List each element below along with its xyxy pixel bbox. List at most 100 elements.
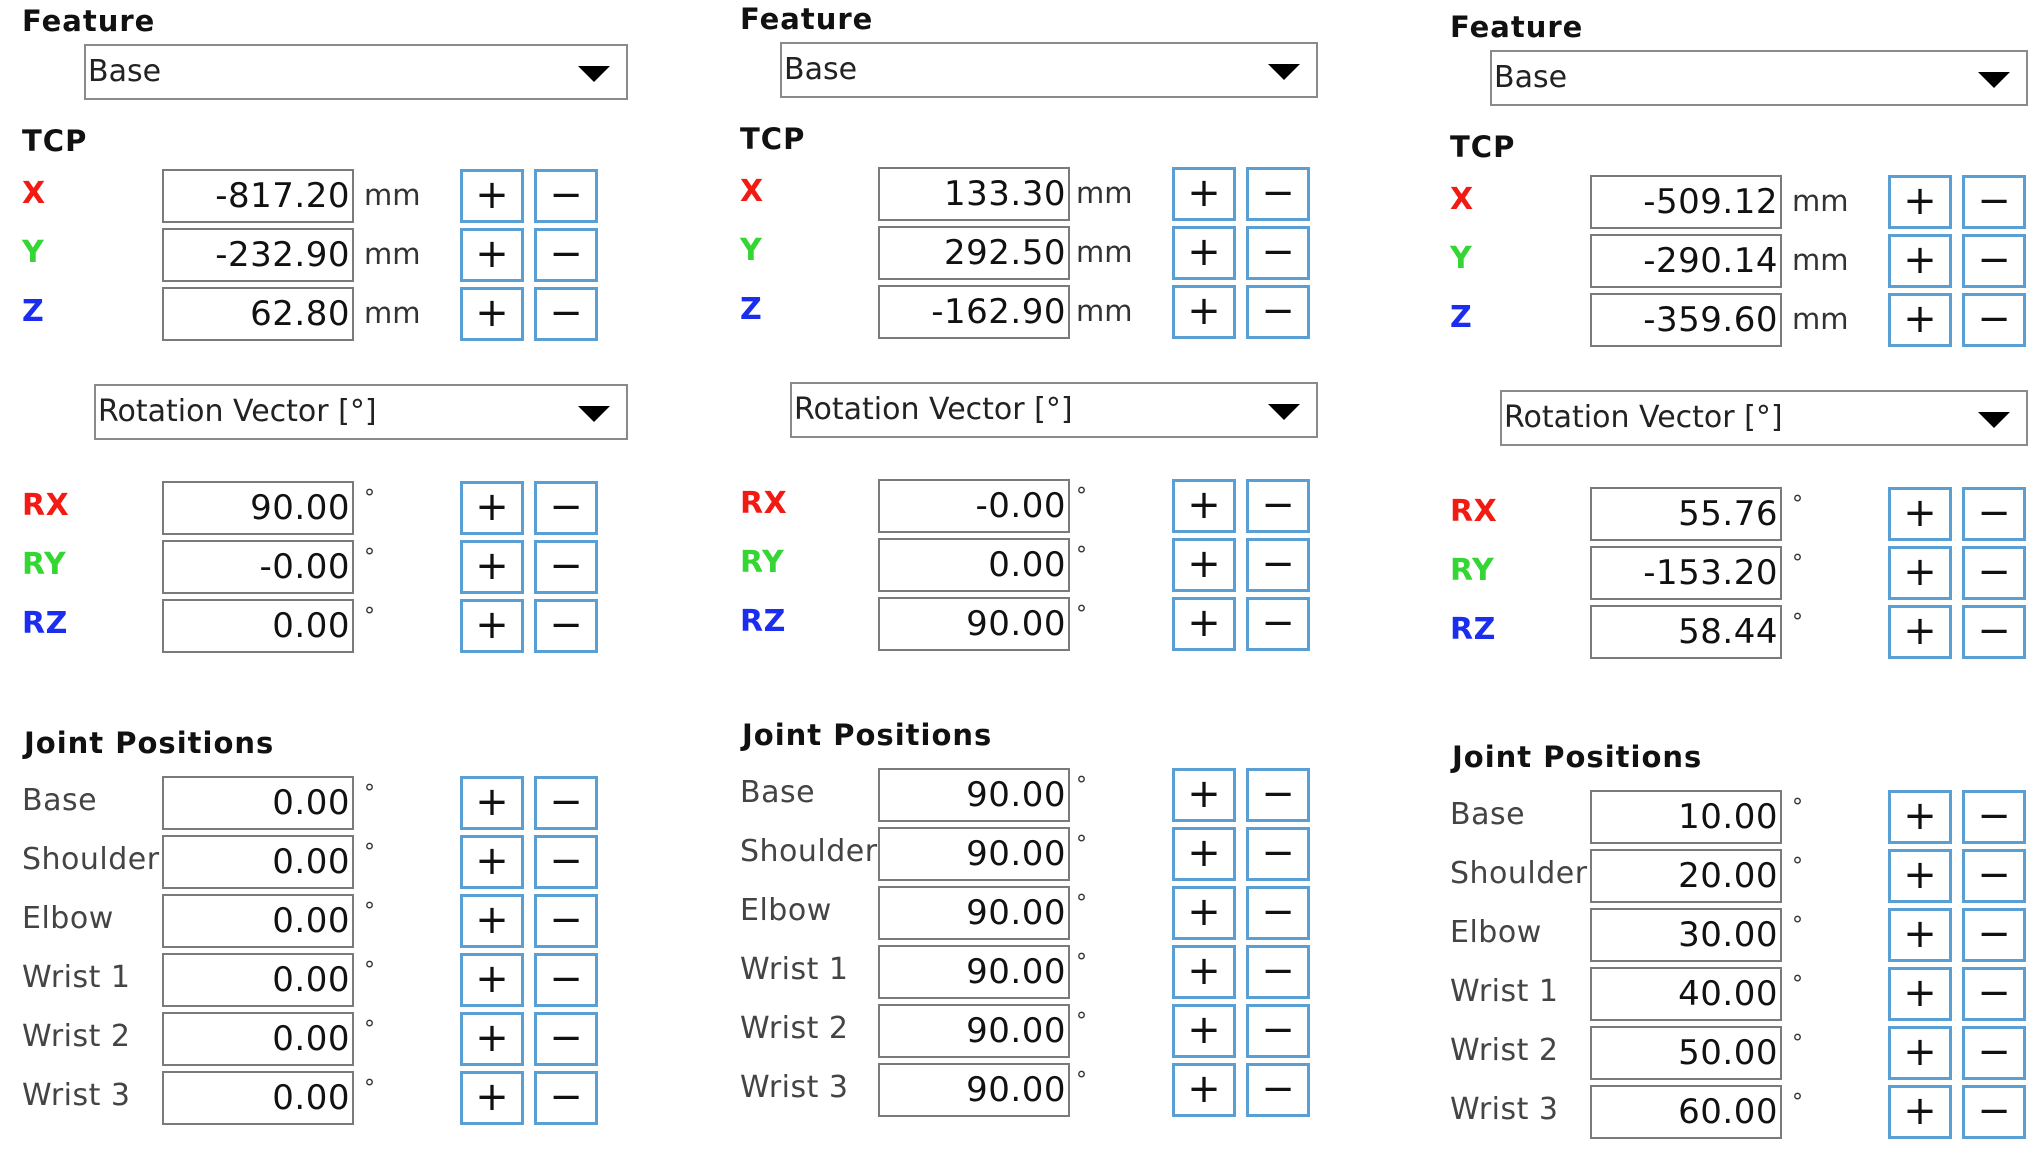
joint-elbow-value-field[interactable]: 30.00 (1590, 908, 1782, 962)
joint-shoulder-decrement-button[interactable]: − (534, 835, 598, 889)
rot-rx-value-field[interactable]: 90.00 (162, 481, 354, 535)
joint-wrist-2-increment-button[interactable]: + (460, 1012, 524, 1066)
joint-shoulder-increment-button[interactable]: + (460, 835, 524, 889)
joint-wrist-3-value-field[interactable]: 90.00 (878, 1063, 1070, 1117)
joint-wrist-2-decrement-button[interactable]: − (1246, 1004, 1310, 1058)
joint-base-increment-button[interactable]: + (1172, 768, 1236, 822)
tcp-z-increment-button[interactable]: + (1888, 293, 1952, 347)
joint-wrist-2-value-field[interactable]: 0.00 (162, 1012, 354, 1066)
rot-ry-decrement-button[interactable]: − (1962, 546, 2026, 600)
tcp-y-increment-button[interactable]: + (460, 228, 524, 282)
joint-wrist-3-decrement-button[interactable]: − (1246, 1063, 1310, 1117)
joint-base-decrement-button[interactable]: − (534, 776, 598, 830)
joint-elbow-increment-button[interactable]: + (1172, 886, 1236, 940)
rot-rx-decrement-button[interactable]: − (1246, 479, 1310, 533)
tcp-x-decrement-button[interactable]: − (1246, 167, 1310, 221)
joint-base-increment-button[interactable]: + (460, 776, 524, 830)
rot-rz-increment-button[interactable]: + (1172, 597, 1236, 651)
rot-rz-value-field[interactable]: 58.44 (1590, 605, 1782, 659)
joint-wrist-1-increment-button[interactable]: + (460, 953, 524, 1007)
rotation-mode-dropdown[interactable]: Rotation Vector [°] (1500, 390, 2028, 446)
feature-dropdown[interactable]: Base (84, 44, 628, 100)
rot-rx-decrement-button[interactable]: − (534, 481, 598, 535)
rot-rz-increment-button[interactable]: + (460, 599, 524, 653)
rot-rx-increment-button[interactable]: + (460, 481, 524, 535)
tcp-x-value-field[interactable]: -817.20 (162, 169, 354, 223)
joint-wrist-3-increment-button[interactable]: + (460, 1071, 524, 1125)
joint-shoulder-value-field[interactable]: 90.00 (878, 827, 1070, 881)
tcp-y-value-field[interactable]: -232.90 (162, 228, 354, 282)
rot-rx-decrement-button[interactable]: − (1962, 487, 2026, 541)
joint-elbow-value-field[interactable]: 90.00 (878, 886, 1070, 940)
joint-base-decrement-button[interactable]: − (1246, 768, 1310, 822)
joint-elbow-increment-button[interactable]: + (1888, 908, 1952, 962)
rot-rz-decrement-button[interactable]: − (1962, 605, 2026, 659)
joint-elbow-increment-button[interactable]: + (460, 894, 524, 948)
joint-base-value-field[interactable]: 90.00 (878, 768, 1070, 822)
rot-rz-decrement-button[interactable]: − (534, 599, 598, 653)
rotation-mode-dropdown[interactable]: Rotation Vector [°] (94, 384, 628, 440)
tcp-z-decrement-button[interactable]: − (534, 287, 598, 341)
joint-elbow-decrement-button[interactable]: − (1962, 908, 2026, 962)
joint-wrist-2-increment-button[interactable]: + (1888, 1026, 1952, 1080)
rot-ry-decrement-button[interactable]: − (534, 540, 598, 594)
tcp-y-increment-button[interactable]: + (1172, 226, 1236, 280)
joint-wrist-1-decrement-button[interactable]: − (1962, 967, 2026, 1021)
rot-rx-value-field[interactable]: -0.00 (878, 479, 1070, 533)
feature-dropdown[interactable]: Base (1490, 50, 2028, 106)
joint-shoulder-value-field[interactable]: 20.00 (1590, 849, 1782, 903)
tcp-x-value-field[interactable]: -509.12 (1590, 175, 1782, 229)
joint-base-increment-button[interactable]: + (1888, 790, 1952, 844)
rot-rx-value-field[interactable]: 55.76 (1590, 487, 1782, 541)
tcp-x-value-field[interactable]: 133.30 (878, 167, 1070, 221)
rot-rz-decrement-button[interactable]: − (1246, 597, 1310, 651)
joint-wrist-3-increment-button[interactable]: + (1172, 1063, 1236, 1117)
joint-wrist-3-increment-button[interactable]: + (1888, 1085, 1952, 1139)
rot-ry-value-field[interactable]: -0.00 (162, 540, 354, 594)
tcp-z-value-field[interactable]: -359.60 (1590, 293, 1782, 347)
joint-base-value-field[interactable]: 10.00 (1590, 790, 1782, 844)
joint-wrist-2-value-field[interactable]: 90.00 (878, 1004, 1070, 1058)
tcp-x-increment-button[interactable]: + (460, 169, 524, 223)
joint-wrist-1-value-field[interactable]: 40.00 (1590, 967, 1782, 1021)
joint-elbow-decrement-button[interactable]: − (534, 894, 598, 948)
joint-wrist-3-decrement-button[interactable]: − (1962, 1085, 2026, 1139)
tcp-z-decrement-button[interactable]: − (1962, 293, 2026, 347)
tcp-z-decrement-button[interactable]: − (1246, 285, 1310, 339)
joint-wrist-3-value-field[interactable]: 0.00 (162, 1071, 354, 1125)
rot-ry-value-field[interactable]: 0.00 (878, 538, 1070, 592)
joint-shoulder-decrement-button[interactable]: − (1962, 849, 2026, 903)
joint-shoulder-increment-button[interactable]: + (1172, 827, 1236, 881)
joint-shoulder-increment-button[interactable]: + (1888, 849, 1952, 903)
rot-rx-increment-button[interactable]: + (1888, 487, 1952, 541)
rotation-mode-dropdown[interactable]: Rotation Vector [°] (790, 382, 1318, 438)
tcp-y-decrement-button[interactable]: − (534, 228, 598, 282)
tcp-x-increment-button[interactable]: + (1172, 167, 1236, 221)
tcp-x-increment-button[interactable]: + (1888, 175, 1952, 229)
joint-wrist-2-value-field[interactable]: 50.00 (1590, 1026, 1782, 1080)
joint-shoulder-value-field[interactable]: 0.00 (162, 835, 354, 889)
joint-wrist-2-increment-button[interactable]: + (1172, 1004, 1236, 1058)
joint-wrist-1-value-field[interactable]: 90.00 (878, 945, 1070, 999)
tcp-z-increment-button[interactable]: + (460, 287, 524, 341)
rot-ry-value-field[interactable]: -153.20 (1590, 546, 1782, 600)
tcp-x-decrement-button[interactable]: − (1962, 175, 2026, 229)
joint-wrist-3-decrement-button[interactable]: − (534, 1071, 598, 1125)
rot-ry-increment-button[interactable]: + (1888, 546, 1952, 600)
tcp-y-decrement-button[interactable]: − (1246, 226, 1310, 280)
rot-rz-value-field[interactable]: 90.00 (878, 597, 1070, 651)
joint-wrist-1-decrement-button[interactable]: − (1246, 945, 1310, 999)
tcp-z-value-field[interactable]: 62.80 (162, 287, 354, 341)
joint-elbow-decrement-button[interactable]: − (1246, 886, 1310, 940)
tcp-y-value-field[interactable]: 292.50 (878, 226, 1070, 280)
tcp-z-increment-button[interactable]: + (1172, 285, 1236, 339)
joint-wrist-1-increment-button[interactable]: + (1172, 945, 1236, 999)
joint-base-value-field[interactable]: 0.00 (162, 776, 354, 830)
joint-wrist-1-decrement-button[interactable]: − (534, 953, 598, 1007)
rot-ry-increment-button[interactable]: + (1172, 538, 1236, 592)
tcp-y-decrement-button[interactable]: − (1962, 234, 2026, 288)
rot-rz-increment-button[interactable]: + (1888, 605, 1952, 659)
joint-wrist-2-decrement-button[interactable]: − (1962, 1026, 2026, 1080)
rot-ry-decrement-button[interactable]: − (1246, 538, 1310, 592)
joint-wrist-2-decrement-button[interactable]: − (534, 1012, 598, 1066)
